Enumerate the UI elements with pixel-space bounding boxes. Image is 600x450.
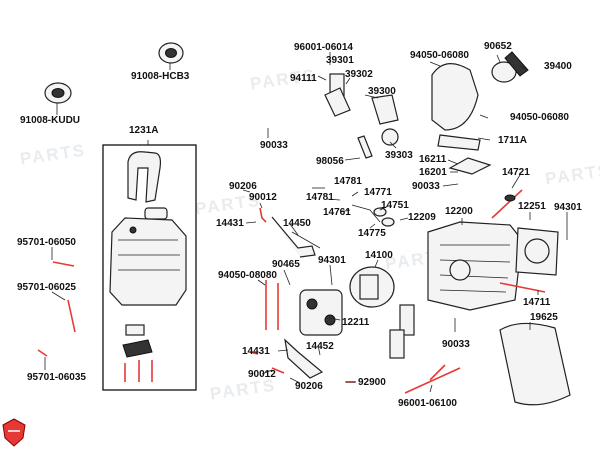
part-label: 94050-08080 bbox=[218, 270, 277, 281]
part-label: 14711 bbox=[523, 297, 551, 308]
part-label: 90012 bbox=[249, 192, 277, 203]
breather-handle-icon bbox=[127, 151, 162, 203]
part-label: 14452 bbox=[306, 341, 334, 352]
bearing-kudu-icon bbox=[44, 82, 72, 104]
part-label: 39300 bbox=[368, 86, 396, 97]
part-label: 90033 bbox=[412, 181, 440, 192]
part-label: 12211 bbox=[342, 317, 370, 328]
part-label: 16201 bbox=[419, 167, 447, 178]
part-label: 95701-06050 bbox=[17, 237, 76, 248]
part-label: 91008-KUDU bbox=[20, 115, 81, 126]
part-label: 1231A bbox=[129, 125, 159, 136]
part-label: 14431 bbox=[216, 218, 244, 229]
gasket-icon bbox=[437, 134, 481, 151]
part-label: 39400 bbox=[544, 61, 572, 72]
part-label: 14775 bbox=[358, 228, 386, 239]
part-label: 14761 bbox=[323, 207, 351, 218]
cover-block-icon bbox=[125, 324, 145, 336]
part-label: 19625 bbox=[530, 312, 558, 323]
cover-group-box bbox=[102, 144, 197, 391]
part-label: 1711A bbox=[498, 135, 527, 146]
part-label: 39302 bbox=[345, 69, 373, 80]
bolt-06035-icon bbox=[37, 349, 48, 357]
part-label: 90033 bbox=[260, 140, 288, 151]
part-label: 14771 bbox=[364, 187, 392, 198]
o-ring-icon bbox=[381, 128, 399, 146]
part-label: 92900 bbox=[358, 377, 386, 388]
part-label: 12251 bbox=[518, 201, 546, 212]
valve-icon bbox=[504, 194, 516, 202]
cover-bracket-icon bbox=[122, 339, 153, 358]
part-label: 14450 bbox=[283, 218, 311, 229]
part-label: 39301 bbox=[326, 55, 354, 66]
part-label: 90206 bbox=[295, 381, 323, 392]
part-label: 14781 bbox=[306, 192, 334, 203]
part-label: 94050-06080 bbox=[410, 50, 469, 61]
spark-plug-icon bbox=[357, 135, 373, 159]
bearing-hcb3-icon bbox=[158, 42, 184, 64]
bolt-06025-icon bbox=[67, 299, 76, 333]
part-label: 14100 bbox=[365, 250, 393, 261]
hose-clamp-icon bbox=[491, 61, 517, 83]
intake-manifold-icon bbox=[431, 63, 479, 131]
side-gasket-icon bbox=[499, 322, 571, 406]
part-label: 90012 bbox=[248, 369, 276, 380]
part-label: 95701-06025 bbox=[17, 282, 76, 293]
rocker-arm-upper-icon bbox=[271, 216, 316, 258]
part-label: 90206 bbox=[229, 181, 257, 192]
intake-valve-body-icon bbox=[371, 94, 399, 125]
part-label: 94111 bbox=[290, 73, 317, 84]
tensioner-rod-icon bbox=[404, 367, 461, 394]
part-label: 94050-06080 bbox=[510, 112, 569, 123]
part-label: 94301 bbox=[318, 255, 346, 266]
part-label: 90652 bbox=[484, 41, 512, 52]
part-label: 94301 bbox=[554, 202, 582, 213]
part-label: 12200 bbox=[445, 206, 473, 217]
part-label: 39303 bbox=[385, 150, 413, 161]
part-label: 91008-HCB3 bbox=[131, 71, 190, 82]
part-label: 14721 bbox=[502, 167, 530, 178]
part-label: 96001-06100 bbox=[398, 398, 457, 409]
part-label: 16211 bbox=[419, 154, 447, 165]
rocker-arm-lower-icon bbox=[284, 338, 324, 379]
part-label: 14781 bbox=[334, 176, 362, 187]
valve-spring-icon bbox=[399, 304, 415, 336]
part-label: 96001-06014 bbox=[294, 42, 353, 53]
part-label: 12209 bbox=[408, 212, 436, 223]
bolt-06050-icon bbox=[52, 261, 75, 267]
camshaft-icon bbox=[359, 274, 379, 300]
part-label: 95701-06035 bbox=[27, 372, 86, 383]
part-label: 14431 bbox=[242, 346, 270, 357]
part-label: 90465 bbox=[272, 259, 300, 270]
part-label: 90033 bbox=[442, 339, 470, 350]
part-label: 98056 bbox=[316, 156, 344, 167]
part-label: 14751 bbox=[381, 200, 409, 211]
sensor-icon bbox=[504, 51, 529, 77]
